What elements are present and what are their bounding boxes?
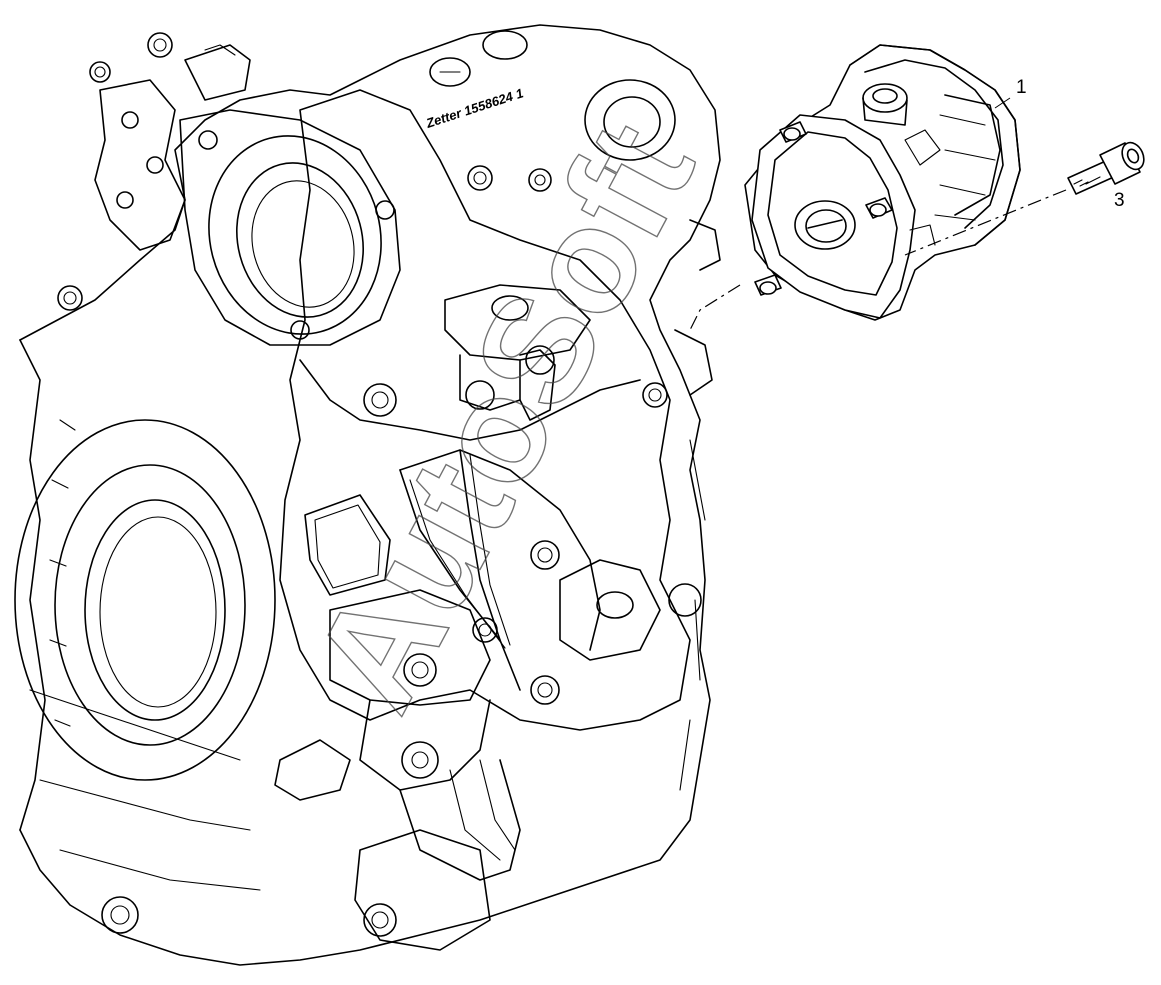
mounting-studs <box>754 121 893 296</box>
callout-label-1: 1 <box>1016 77 1027 98</box>
bolt-holes <box>57 32 552 937</box>
callout-1-leader <box>994 97 1011 109</box>
watermark: AutoSoft <box>279 96 726 735</box>
assembly-centerline <box>689 189 1067 331</box>
pump-assembly <box>744 44 1021 321</box>
watermark-text: AutoSoft <box>280 97 726 735</box>
callout-label-3: 3 <box>1114 190 1125 211</box>
casting-marking: Zetter 1558624 1 <box>423 85 525 131</box>
cap-screw <box>1067 141 1145 195</box>
